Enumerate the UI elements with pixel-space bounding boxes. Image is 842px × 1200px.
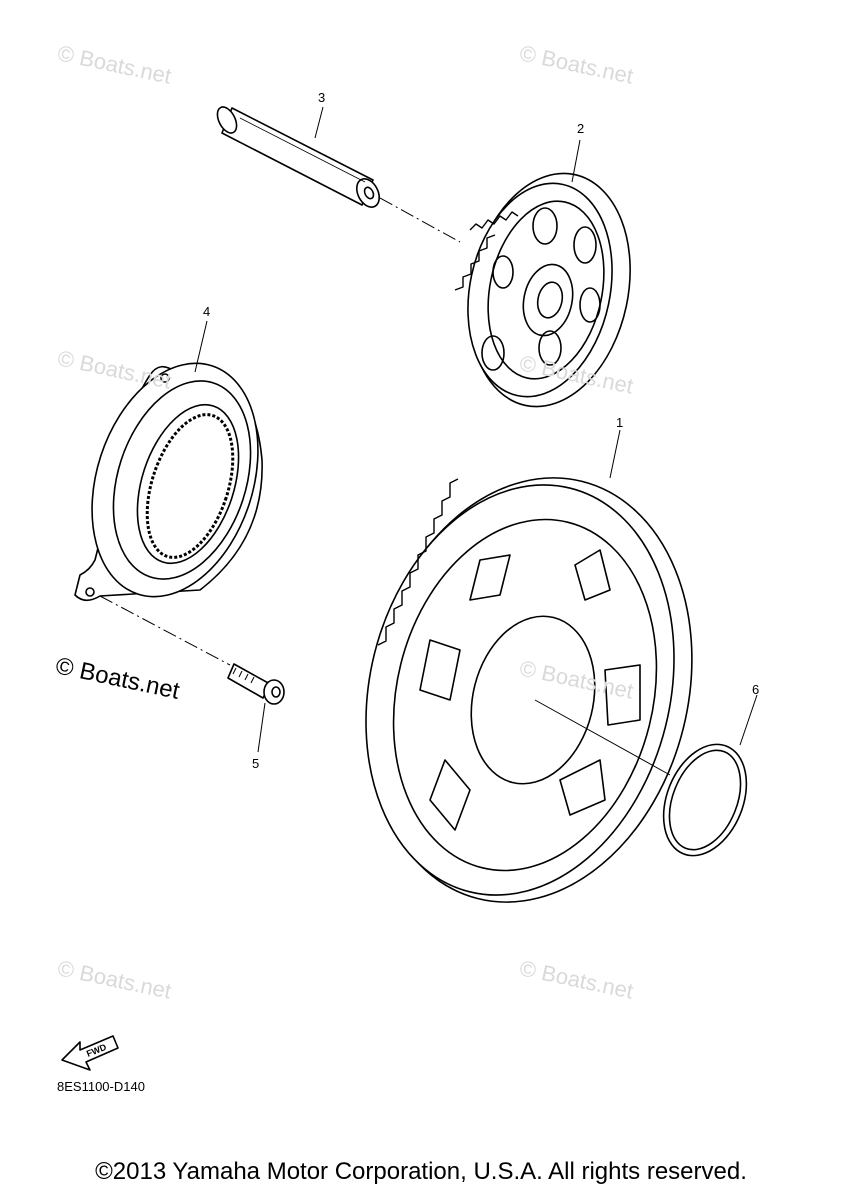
callout-3: 3 bbox=[318, 90, 326, 105]
part-1-starter-wheel-gear bbox=[365, 477, 693, 903]
callout-2: 2 bbox=[577, 121, 585, 136]
copyright-notice: ©2013 Yamaha Motor Corporation, U.S.A. A… bbox=[95, 1158, 747, 1185]
callout-6: 6 bbox=[752, 682, 760, 697]
part-6-washer bbox=[662, 743, 748, 857]
callout-4: 4 bbox=[203, 304, 211, 319]
part-5-bolt bbox=[227, 663, 285, 705]
part-4-starter-clutch bbox=[74, 362, 263, 666]
leader-lines bbox=[194, 106, 758, 753]
fwd-arrow-icon: FWD bbox=[61, 1035, 119, 1071]
part-3-pin bbox=[216, 106, 461, 243]
callout-5: 5 bbox=[252, 756, 260, 771]
part-2-idler-gear bbox=[454, 172, 631, 408]
diagram-code: 8ES1100-D140 bbox=[57, 1079, 145, 1094]
callout-1: 1 bbox=[616, 415, 624, 430]
